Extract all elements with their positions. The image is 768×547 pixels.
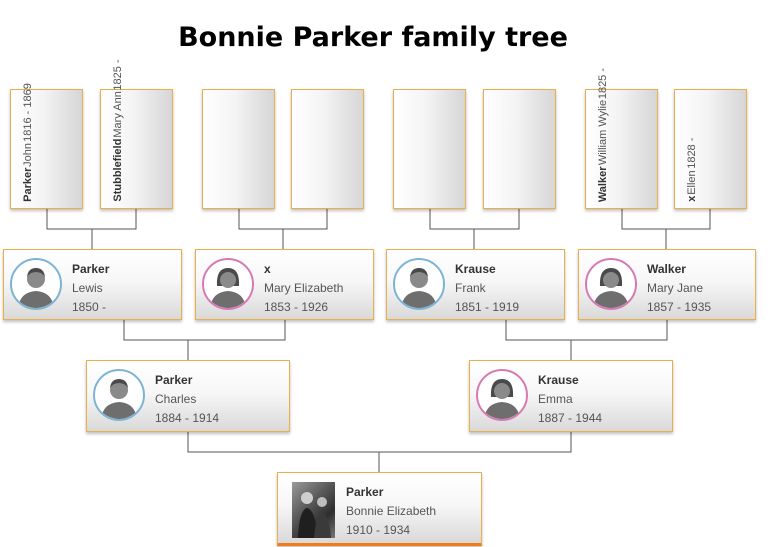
given-name-label: Ellen (686, 170, 698, 195)
parent-card[interactable]: Parker Charles 1884 - 1914 (86, 360, 290, 432)
dates-label: 1857 - 1935 (647, 300, 712, 314)
surname-label: Krause (455, 262, 496, 276)
surname-label: Parker (22, 167, 34, 202)
given-name-label: Frank (455, 281, 486, 295)
surname-label: Parker (346, 485, 384, 499)
male-avatar-icon (10, 258, 62, 310)
dates-label: 1884 - 1914 (155, 411, 220, 425)
given-name-label: William Wylie (597, 100, 609, 166)
surname-label: x (686, 195, 698, 202)
surname-label: Walker (647, 262, 686, 276)
female-avatar-icon (585, 258, 637, 310)
male-avatar-icon (93, 369, 145, 421)
given-name-label: Charles (155, 392, 197, 406)
empty-ancestor-card[interactable] (202, 89, 275, 209)
female-avatar-icon (202, 258, 254, 310)
given-name-label: Lewis (72, 281, 103, 295)
dates-label: 1825 - (112, 59, 124, 91)
given-name-label: Mary Jane (647, 281, 704, 295)
dates-label: 1828 - (686, 138, 698, 170)
surname-label: Walker (597, 166, 609, 202)
given-name-label: Mary Elizabeth (264, 281, 344, 295)
dates-label: 1910 - 1934 (346, 523, 411, 537)
dates-label: 1825 - (597, 67, 609, 100)
dates-label: 1850 - (72, 300, 107, 314)
subject-card[interactable]: Parker Bonnie Elizabeth 1910 - 1934 (277, 472, 482, 546)
empty-ancestor-card[interactable] (291, 89, 364, 209)
grandparent-card[interactable]: Parker Lewis 1850 - (3, 249, 182, 320)
dates-label: 1887 - 1944 (538, 411, 603, 425)
surname-label: Krause (538, 373, 579, 387)
page-title: Bonnie Parker family tree (178, 22, 568, 53)
dates-label: 1853 - 1926 (264, 300, 329, 314)
ancestor-card[interactable]: Stubblefield Mary Ann 1825 - (100, 59, 173, 209)
female-avatar-icon (476, 369, 528, 421)
dates-label: 1816 - 1869 (22, 83, 34, 142)
male-avatar-icon (393, 258, 445, 310)
given-name-label: Bonnie Elizabeth (346, 504, 437, 518)
grandparent-card[interactable]: Krause Frank 1851 - 1919 (386, 249, 565, 320)
grandparent-card[interactable]: x Mary Elizabeth 1853 - 1926 (195, 249, 374, 320)
ancestor-card[interactable]: Walker William Wylie 1825 - (585, 68, 658, 209)
dates-label: 1851 - 1919 (455, 300, 520, 314)
surname-label: Stubblefield (112, 139, 124, 202)
grandparent-card[interactable]: Walker Mary Jane 1857 - 1935 (578, 249, 756, 320)
given-name-label: John (22, 142, 34, 167)
parent-card[interactable]: Krause Emma 1887 - 1944 (469, 360, 673, 432)
surname-label: x (264, 262, 271, 276)
ancestor-card[interactable]: x Ellen 1828 - (674, 89, 747, 209)
empty-ancestor-card[interactable] (393, 89, 466, 209)
empty-ancestor-card[interactable] (483, 89, 556, 209)
ancestor-card[interactable]: Parker John 1816 - 1869 (10, 83, 83, 209)
given-name-label: Mary Ann (112, 91, 124, 139)
surname-label: Parker (72, 262, 110, 276)
surname-label: Parker (155, 373, 193, 387)
given-name-label: Emma (538, 392, 573, 406)
photo-portrait (292, 482, 335, 538)
